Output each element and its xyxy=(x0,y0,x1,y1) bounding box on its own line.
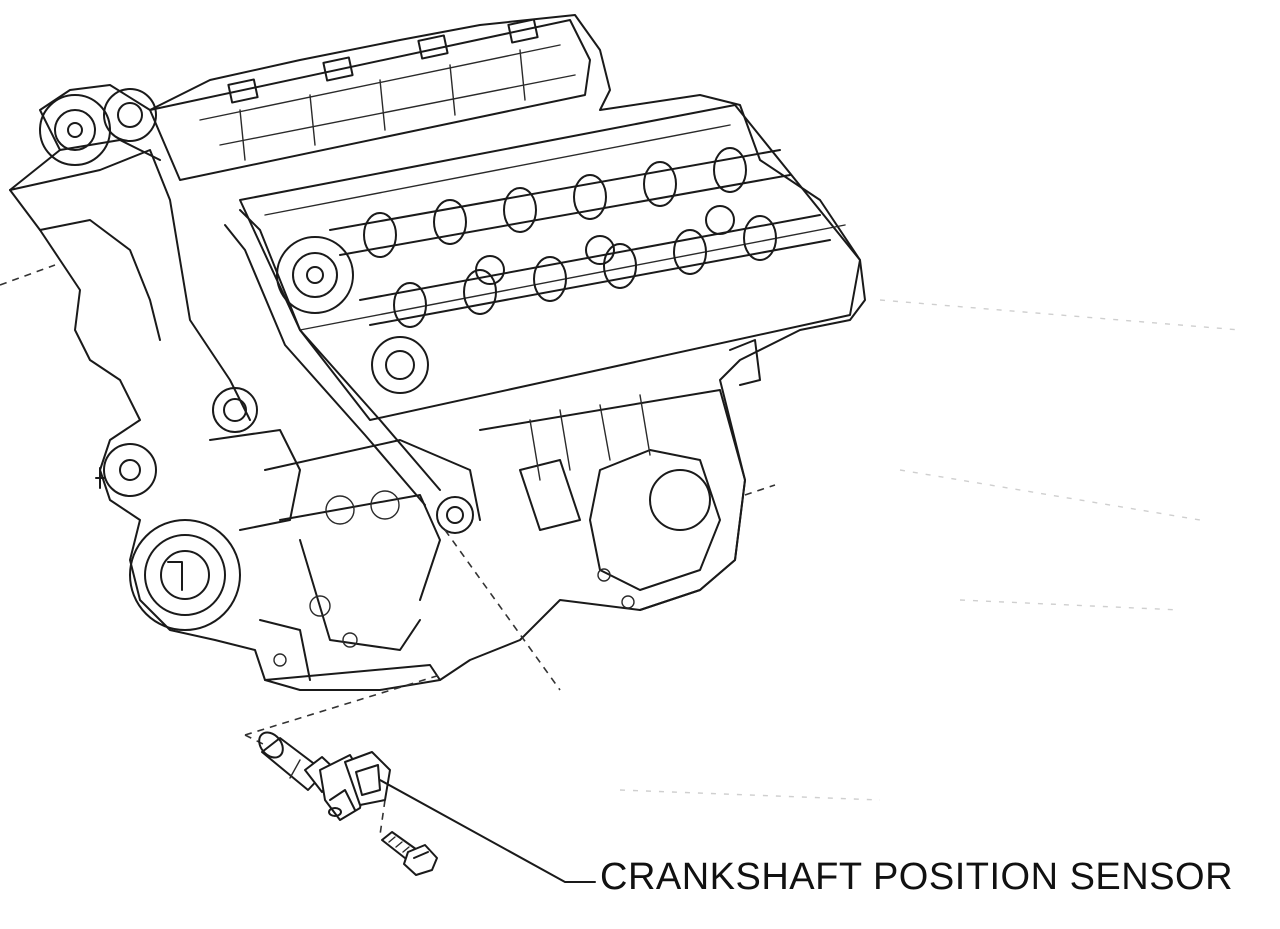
mounting-bolt xyxy=(381,831,438,876)
engine-block xyxy=(9,14,866,691)
background-artifacts xyxy=(619,299,1241,801)
callout-leader-line xyxy=(379,779,596,883)
crankshaft-position-sensor-label: CRANKSHAFT POSITION SENSOR xyxy=(600,856,1234,898)
dashed-reference-lines xyxy=(0,264,776,836)
camshaft-lobes xyxy=(363,147,777,328)
crankshaft-position-sensor xyxy=(258,731,391,821)
